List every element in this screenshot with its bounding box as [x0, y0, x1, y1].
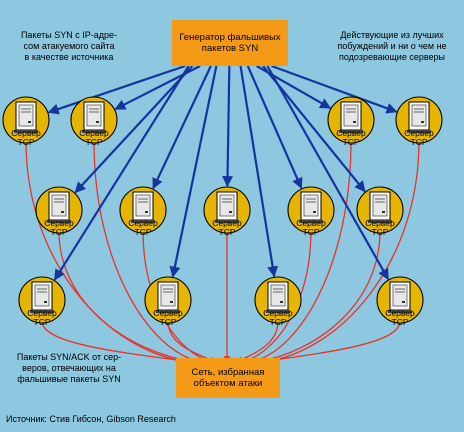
note-synack-line-1: Пакеты SYN/ACK от сер-	[16, 352, 122, 362]
server-label-line-2: TCP	[269, 317, 287, 327]
server-label-line-2: TCP	[218, 227, 236, 237]
server-label-line-2: TCP	[33, 317, 51, 327]
server-label-line-2: TCP	[342, 137, 360, 147]
synack-arrow-13	[259, 320, 401, 365]
server-label-line-1: Сервер	[11, 128, 41, 138]
server-label-line-2: TCP	[17, 137, 35, 147]
tcp-server-icon	[2, 96, 50, 144]
tcp-server-icon	[18, 276, 66, 324]
syn-arrow-8	[246, 65, 303, 190]
server-label-line-2: TCP	[391, 317, 409, 327]
syn-arrow-12	[239, 65, 279, 278]
generator-line-1: Генератор фальшивых	[179, 32, 281, 43]
note-servers-line-2: побуждений и ни о чем не	[337, 41, 447, 51]
synack-arrow-1	[25, 140, 190, 365]
server-label-line-2: TCP	[371, 227, 389, 237]
tcp-server-icon	[70, 96, 118, 144]
source-credit: Источник: Стив Гибсон, Gibson Research	[6, 414, 176, 424]
server-label-line-1: Сервер	[336, 128, 366, 138]
note-synack-line-2: веров, отвечающих на	[22, 363, 116, 373]
syn-arrow-5	[74, 65, 194, 194]
note-syn-line-2: сом атакуемого сайта	[23, 41, 115, 51]
tcp-server-icon	[376, 276, 424, 324]
syn-arrows	[47, 64, 398, 281]
servers-group	[2, 96, 443, 324]
target-line-1: Сеть, избранная	[191, 367, 265, 378]
note-servers-line-1: Действующие из лучших	[340, 30, 444, 40]
tcp-server-icon	[395, 96, 443, 144]
note-syn-line-1: Пакеты SYN с IP-адре-	[20, 30, 118, 40]
target-network-box: Сеть, избранная объектом атаки	[176, 358, 280, 398]
server-label-line-1: Сервер	[212, 218, 242, 228]
server-label-line-2: TCP	[159, 317, 177, 327]
synack-arrow-11	[167, 320, 217, 363]
syn-arrow-13	[266, 65, 390, 281]
tcp-server-icon	[327, 96, 375, 144]
server-label-line-1: Сервер	[385, 308, 415, 318]
synack-arrow-3	[249, 140, 352, 365]
note-synack-packets: Пакеты SYN/ACK от сер- веров, отвечающих…	[4, 352, 134, 385]
syn-arrow-11	[169, 65, 218, 278]
synack-arrows	[25, 140, 420, 365]
note-servers-line-3: подозревающие серверы	[338, 52, 446, 62]
generator-box: Генератор фальшивых пакетов SYN	[172, 20, 288, 66]
server-label-line-1: Сервер	[404, 128, 434, 138]
server-label-line-1: Сервер	[44, 218, 74, 228]
server-label-line-2: TCP	[50, 227, 68, 237]
tcp-server-icon	[144, 276, 192, 324]
syn-arrow-4	[271, 64, 398, 114]
note-servers: Действующие из лучших побуждений и ни о …	[324, 30, 460, 63]
syn-arrow-7	[222, 65, 234, 188]
synack-arrow-2	[93, 140, 203, 365]
generator-line-2: пакетов SYN	[201, 43, 259, 54]
synack-arrow-5	[58, 230, 196, 365]
tcp-server-icon	[356, 186, 404, 234]
synack-arrow-4	[262, 140, 420, 365]
server-label-line-2: TCP	[134, 227, 152, 237]
server-label-line-2: TCP	[85, 137, 103, 147]
server-label-line-1: Сервер	[263, 308, 293, 318]
syn-arrow-6	[152, 65, 212, 190]
server-label-line-1: Сервер	[128, 218, 158, 228]
note-syn-line-3: в качестве источника	[24, 52, 114, 62]
server-label-line-1: Сервер	[153, 308, 183, 318]
syn-arrow-1	[47, 64, 186, 115]
server-label-line-2: TCP	[410, 137, 428, 147]
tcp-server-icon	[203, 186, 251, 234]
server-label-line-2: TCP	[302, 227, 320, 237]
tcp-server-icon	[254, 276, 302, 324]
tcp-server-icon	[35, 186, 83, 234]
target-line-2: объектом атаки	[193, 378, 263, 389]
server-label-line-1: Сервер	[27, 308, 57, 318]
server-label-line-1: Сервер	[296, 218, 326, 228]
tcp-server-icon	[119, 186, 167, 234]
synack-arrow-9	[255, 230, 381, 365]
server-label-line-1: Сервер	[79, 128, 109, 138]
syn-arrow-10	[53, 65, 190, 281]
note-synack-line-3: фальшивые пакеты SYN	[17, 374, 121, 384]
tcp-server-icon	[287, 186, 335, 234]
note-syn-packets: Пакеты SYN с IP-адре- сом атакуемого сай…	[6, 30, 132, 63]
server-label-line-1: Сервер	[365, 218, 395, 228]
synack-arrow-10	[41, 320, 193, 365]
